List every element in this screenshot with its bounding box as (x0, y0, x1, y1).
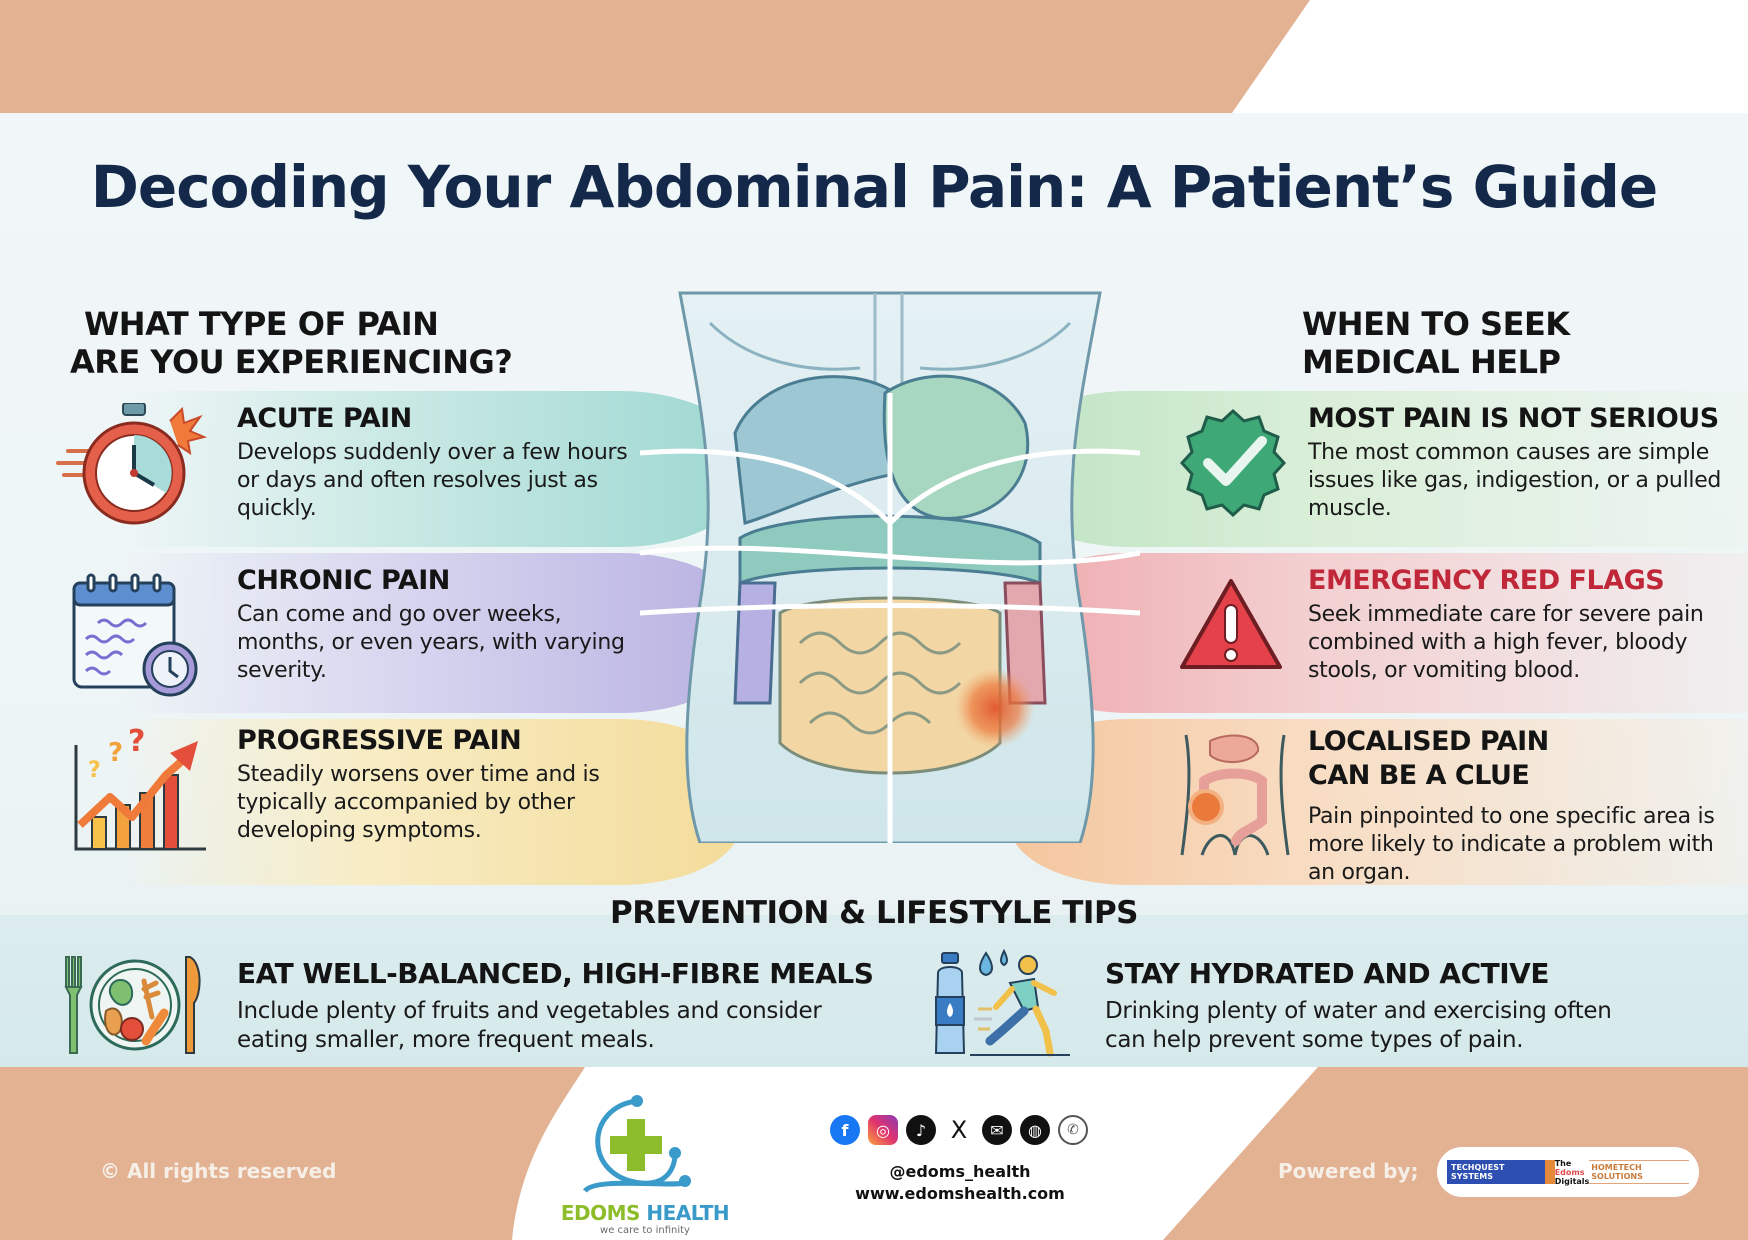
not-serious-title: MOST PAIN IS NOT SERIOUS (1308, 403, 1719, 434)
infographic-body: Decoding Your Abdominal Pain: A Patient’… (0, 113, 1748, 1067)
seek-help-heading-line1: WHEN TO SEEK (1302, 305, 1570, 343)
pain-type-heading: WHAT TYPE OF PAIN ARE YOU EXPERIENCING? (70, 305, 513, 381)
red-flags-band (1010, 553, 1748, 713)
rising-chart-icon: ? ? ? (74, 725, 206, 851)
contact-info: @edoms_health www.edomshealth.com (780, 1161, 1140, 1205)
brand-name-part1: EDOMS (560, 1201, 641, 1225)
red-flags-text: Seek immediate care for severe pain comb… (1308, 602, 1704, 683)
tiktok-icon[interactable]: ♪ (906, 1115, 936, 1145)
calendar-clock-icon (72, 573, 198, 697)
web-icon[interactable]: ◍ (1020, 1115, 1050, 1145)
prevention-heading: PREVENTION & LIFESTYLE TIPS (610, 895, 1139, 931)
chronic-pain-title: CHRONIC PAIN (237, 565, 450, 596)
prevention-band (0, 915, 1748, 1067)
instagram-icon[interactable]: ◎ (868, 1115, 898, 1145)
pain-type-heading-line2: ARE YOU EXPERIENCING? (70, 343, 513, 381)
techquest-logo: TECHQUEST SYSTEMS (1447, 1160, 1555, 1184)
top-banner-peach-shape (0, 0, 1310, 113)
edoms-digitals-line2: Edoms (1554, 1167, 1585, 1177)
edoms-digitals-logo: The Edoms Digitals (1555, 1159, 1590, 1186)
not-serious-text: The most common causes are simple issues… (1308, 440, 1722, 521)
brand-name: EDOMS HEALTH (550, 1201, 740, 1225)
svg-text:?: ? (88, 758, 101, 783)
abdomen-pain-spot-icon (1180, 734, 1290, 856)
water-runner-icon (934, 949, 1070, 1057)
sponsor-logos: TECHQUEST SYSTEMS The Edoms Digitals HOM… (1437, 1147, 1699, 1197)
brand-name-part2: HEALTH (646, 1201, 730, 1225)
diet-tip-title: EAT WELL-BALANCED, HIGH-FIBRE MEALS (237, 957, 874, 990)
brand-tagline: we care to infinity (600, 1225, 690, 1236)
svg-text:?: ? (128, 725, 145, 759)
hydration-tip-text-line2: can help prevent some types of pain. (1105, 1027, 1524, 1053)
copyright-text: © All rights reserved (100, 1159, 337, 1183)
social-handle[interactable]: @edoms_health (889, 1162, 1031, 1181)
svg-text:?: ? (108, 738, 123, 768)
footer-peach-left (0, 1067, 600, 1240)
seek-help-heading: WHEN TO SEEK MEDICAL HELP (1302, 305, 1570, 381)
diet-tip-text-line2: eating smaller, more frequent meals. (237, 1027, 655, 1053)
progressive-pain-title: PROGRESSIVE PAIN (237, 725, 522, 756)
hydration-tip-text: Drinking plenty of water and exercising … (1105, 997, 1612, 1055)
website-link[interactable]: www.edomshealth.com (855, 1184, 1065, 1203)
localised-band (1010, 719, 1748, 885)
localised-pain-text: Pain pinpointed to one specific area is … (1308, 804, 1715, 885)
edoms-digitals-line3: Digitals (1554, 1176, 1590, 1186)
seek-help-heading-line2: MEDICAL HELP (1302, 343, 1561, 381)
edoms-digitals-line1: The (1554, 1158, 1572, 1168)
chronic-band (120, 553, 740, 713)
edoms-health-logo[interactable]: EDOMS HEALTH we care to infinity (545, 1087, 735, 1237)
hometech-logo: HOMETECH SOLUTIONS (1589, 1160, 1689, 1184)
acute-pain-title: ACUTE PAIN (237, 403, 412, 434)
acute-pain-text: Develops suddenly over a few hours or da… (237, 440, 628, 521)
acute-band (120, 391, 740, 547)
progressive-pain-text: Steadily worsens over time and is typica… (237, 762, 600, 843)
diet-tip-text: Include plenty of fruits and vegetables … (237, 997, 822, 1055)
email-icon[interactable]: ✉ (982, 1115, 1012, 1145)
page-title: Decoding Your Abdominal Pain: A Patient’… (90, 153, 1658, 221)
whatsapp-icon[interactable]: ✆ (1058, 1115, 1088, 1145)
warning-triangle-icon (1180, 579, 1282, 669)
top-banner (0, 0, 1748, 113)
localised-pain-title-line2: CAN BE A CLUE (1308, 760, 1530, 791)
x-icon[interactable]: X (950, 1116, 968, 1144)
powered-by-label: Powered by; (1278, 1159, 1419, 1183)
footer: © All rights reserved EDOMS HEALTH we ca… (0, 1067, 1748, 1240)
abdomen-organs-illustration (640, 291, 1140, 843)
social-links: f ◎ ♪ X ✉ ◍ ✆ (830, 1115, 1088, 1145)
hydration-tip-text-line1: Drinking plenty of water and exercising … (1105, 998, 1612, 1024)
hydration-tip-title: STAY HYDRATED AND ACTIVE (1105, 957, 1549, 990)
chronic-pain-text: Can come and go over weeks, months, or e… (237, 602, 625, 683)
progressive-band (120, 719, 740, 885)
stethoscope-cross-icon (582, 1095, 691, 1193)
pain-type-heading-line1: WHAT TYPE OF PAIN (84, 305, 439, 343)
localised-pain-title: LOCALISED PAIN CAN BE A CLUE (1308, 725, 1549, 793)
not-serious-band (1010, 391, 1748, 547)
localised-pain-title-line1: LOCALISED PAIN (1308, 726, 1549, 757)
diet-tip-text-line1: Include plenty of fruits and vegetables … (237, 998, 822, 1024)
plate-cutlery-icon (64, 956, 201, 1054)
red-flags-title: EMERGENCY RED FLAGS (1308, 565, 1665, 596)
stopwatch-icon (56, 403, 208, 525)
facebook-icon[interactable]: f (830, 1115, 860, 1145)
check-badge-icon (1179, 408, 1287, 517)
